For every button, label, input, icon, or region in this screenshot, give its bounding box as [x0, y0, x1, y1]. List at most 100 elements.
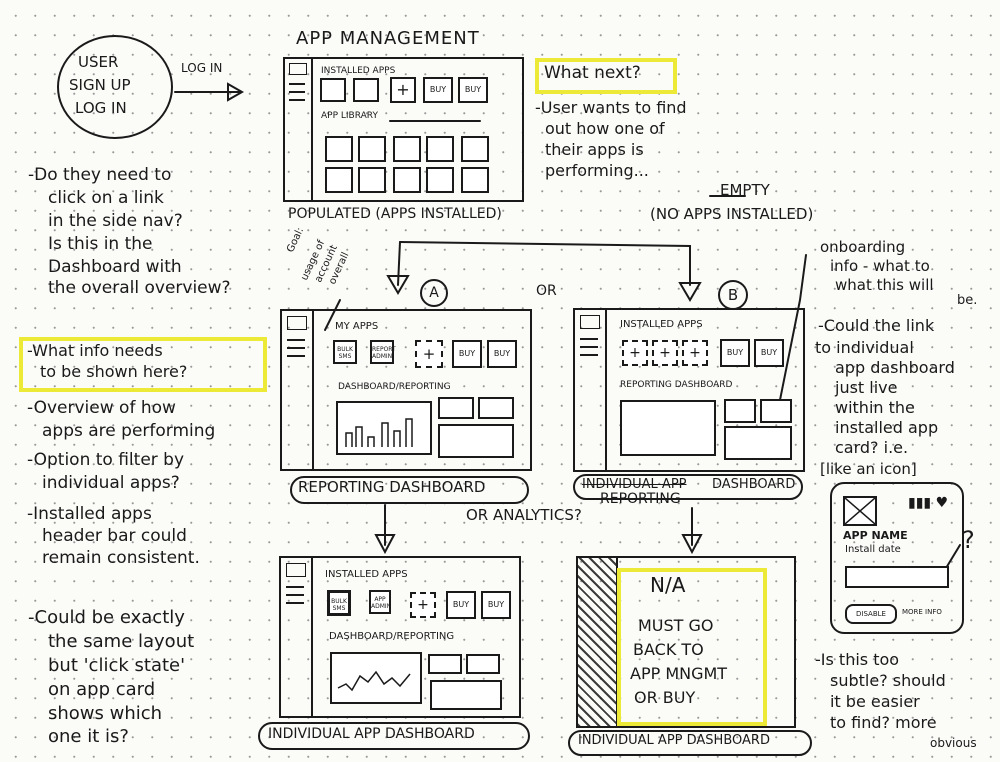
table-widget: [430, 680, 502, 710]
library-tile[interactable]: [426, 136, 454, 162]
line-chart-icon: [337, 670, 411, 692]
library-tile[interactable]: [461, 136, 489, 162]
right-note-line: card? i.e.: [835, 438, 909, 457]
buy-app-tile[interactable]: BUY: [452, 340, 482, 368]
info-bullet-line: apps are performing: [42, 421, 216, 441]
library-tile[interactable]: [393, 136, 421, 162]
installed-app-tile[interactable]: [320, 78, 346, 102]
bottom-left-note-line: the same layout: [48, 631, 195, 652]
what-next-line: out how one of: [545, 119, 665, 138]
goal-pointer: [324, 299, 341, 331]
onboarding-line: what this will: [835, 276, 934, 294]
app-library-label: APP LIBRARY: [321, 111, 378, 121]
logo-icon: [286, 563, 306, 577]
buy-app-tile[interactable]: BUY: [487, 340, 517, 368]
dashboard-caption: DASHBOARD: [712, 477, 796, 492]
install-date-label: Install date: [845, 544, 901, 555]
library-tile[interactable]: [358, 136, 386, 162]
info-bullet-line: individual apps?: [42, 473, 180, 493]
buy-app-tile[interactable]: BUY: [458, 77, 488, 103]
user-bubble-line2: SIGN UP: [69, 76, 131, 94]
more-info-link[interactable]: MORE INFO: [902, 608, 942, 616]
buy-app-tile[interactable]: BUY: [720, 339, 750, 367]
bottom-left-note-line: -Could be exactly: [28, 607, 185, 628]
library-tile[interactable]: [461, 167, 489, 193]
installed-apps-label: INSTALLED APPS: [620, 319, 703, 330]
dashboard-reporting-label: DASHBOARD/REPORTING: [329, 631, 455, 642]
bottom-left-note-line: on app card: [48, 679, 156, 700]
buy-app-tile[interactable]: BUY: [446, 591, 476, 619]
onboarding-line: be.: [957, 293, 978, 308]
library-tile[interactable]: [358, 167, 386, 193]
left-question-line: the overall overview?: [48, 278, 231, 298]
bottom-right-note-line: it be easier: [830, 692, 920, 711]
buy-app-tile[interactable]: BUY: [423, 77, 453, 103]
individual-app-struck-caption: INDIVIDUAL APP: [582, 477, 687, 492]
app-management-frame: [283, 57, 524, 202]
library-tile[interactable]: [325, 136, 353, 162]
bars-heart-icon[interactable]: ▮▮▮ ♥: [908, 495, 949, 511]
na-label: N/A: [650, 573, 686, 597]
bottom-right-note-line: -Is this too: [815, 650, 900, 669]
installed-apps-caption-bubble: [573, 474, 803, 500]
line-chart-widget: [330, 652, 422, 704]
logo-icon: [287, 316, 307, 330]
stat-widget: [438, 397, 474, 419]
what-next-title: What next?: [544, 63, 641, 83]
left-question-line: Dashboard with: [48, 257, 182, 277]
to-a-arrowhead: [386, 275, 410, 295]
buy-app-tile[interactable]: BUY: [754, 339, 784, 367]
split-line: [399, 241, 691, 286]
bottom-right-note-line: subtle? should: [830, 671, 946, 690]
stat-widget: [466, 654, 500, 674]
what-next-line: their apps is: [545, 140, 644, 159]
or-analytics-label: OR ANALYTICS?: [466, 506, 582, 524]
disable-button[interactable]: DISABLE: [845, 604, 897, 624]
reporting-caption: REPORTING: [600, 491, 681, 507]
add-app-tile[interactable]: +: [682, 340, 708, 366]
stat-widget: [478, 397, 514, 419]
what-next-line: -User wants to find: [535, 98, 687, 117]
empty-caption: (NO APPS INSTALLED): [650, 205, 814, 223]
stat-widget: [760, 399, 792, 423]
bottom-left-note-line: one it is?: [48, 726, 129, 747]
na-caption: INDIVIDUAL APP DASHBOARD: [578, 733, 770, 748]
sidebar-hatching: [578, 558, 616, 726]
add-app-tile[interactable]: +: [652, 340, 678, 366]
library-tile[interactable]: [393, 167, 421, 193]
individual-app-dashboard-caption: INDIVIDUAL APP DASHBOARD: [268, 726, 475, 742]
buy-app-tile[interactable]: BUY: [481, 591, 511, 619]
add-app-tile[interactable]: +: [622, 340, 648, 366]
add-app-tile[interactable]: +: [390, 77, 416, 103]
add-app-tile[interactable]: +: [415, 340, 443, 368]
individual-app-dashboard-frame: [279, 556, 521, 718]
right-note-line: app dashboard: [835, 358, 955, 377]
individual-app-dashboard-caption-bubble: [258, 722, 530, 750]
bulk-sms-app-tile[interactable]: BULK SMS: [333, 340, 357, 364]
onboarding-line: info - what to: [830, 257, 930, 275]
right-note-line: installed app: [835, 418, 939, 437]
reporting-dashboard-frame: [280, 309, 532, 471]
info-bullet-line: header bar could: [42, 526, 187, 546]
library-tile[interactable]: [325, 167, 353, 193]
app-admin-app-tile[interactable]: APP ADMIN: [369, 590, 391, 614]
my-apps-label: MY APPS: [335, 321, 379, 332]
left-question-line: Is this in the: [48, 234, 153, 254]
info-question-line: -What info needs: [27, 341, 163, 360]
na-caption-bubble: [568, 730, 812, 756]
installed-apps-label: INSTALLED APPS: [325, 569, 408, 580]
card-question-mark: ?: [962, 526, 975, 554]
image-placeholder-icon: [845, 498, 875, 524]
bulk-sms-app-tile-selected[interactable]: BULK SMS: [327, 590, 351, 616]
library-tile[interactable]: [426, 167, 454, 193]
na-message-line: APP MNGMT: [630, 664, 728, 683]
info-question-highlight: [19, 337, 267, 392]
info-bullet-line: -Overview of how: [27, 398, 176, 418]
installed-apps-empty-frame: [573, 308, 805, 472]
populated-caption: POPULATED (APPS INSTALLED): [288, 206, 502, 222]
report-admin-app-tile[interactable]: REPORT ADMIN: [370, 340, 396, 364]
add-app-tile[interactable]: +: [410, 592, 436, 618]
installed-app-tile[interactable]: [353, 78, 379, 102]
app-image-placeholder: [843, 496, 877, 526]
